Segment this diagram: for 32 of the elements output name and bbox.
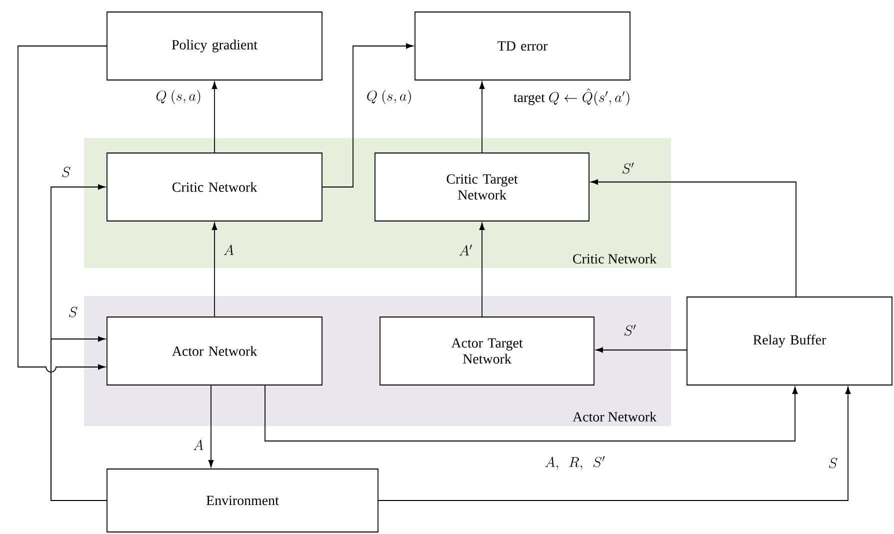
- arrow: [212, 82, 218, 154]
- process-box: TD error: [414, 12, 630, 80]
- edge-label: $A$: [194, 440, 204, 450]
- edge-label: $Q\ (s,a)$: [367, 90, 411, 104]
- edge-label: $S'$: [624, 324, 636, 336]
- edge-label: $A$: [224, 244, 234, 255]
- edge-label: $\mbox{target } Q \leftarrow \hat{Q}(s',a')$: [514, 88, 630, 106]
- arrow: [479, 222, 485, 318]
- arrow: [212, 222, 218, 318]
- process-box: Actor Target Network: [380, 316, 594, 386]
- arrow: [590, 179, 796, 298]
- edge-label: $S$: [62, 166, 70, 178]
- edge-label: $A,\ \ R,\ \ S'$: [545, 456, 605, 470]
- process-box: Actor Network: [106, 316, 322, 386]
- process-box: Relay Buffer: [686, 296, 892, 386]
- edge-label: $S$: [829, 458, 838, 468]
- arrow: [264, 384, 798, 442]
- arrow: [378, 386, 851, 501]
- process-box: Critic Target Network: [374, 152, 590, 222]
- arrow: [479, 82, 485, 154]
- arrow: [208, 384, 214, 468]
- arrow: [596, 347, 688, 353]
- edge-label: $S$: [69, 306, 78, 318]
- edge-label: $Q\ (s,a)$: [156, 90, 200, 104]
- process-box: Environment: [106, 468, 378, 532]
- edge-label: $S'$: [622, 162, 634, 174]
- process-box: Critic Network: [106, 152, 322, 222]
- edge-label: $A'$: [459, 244, 472, 256]
- arrow: [18, 46, 108, 372]
- arrow: [50, 336, 108, 501]
- arrow: [322, 43, 414, 188]
- process-box: Policy gradient: [106, 12, 322, 80]
